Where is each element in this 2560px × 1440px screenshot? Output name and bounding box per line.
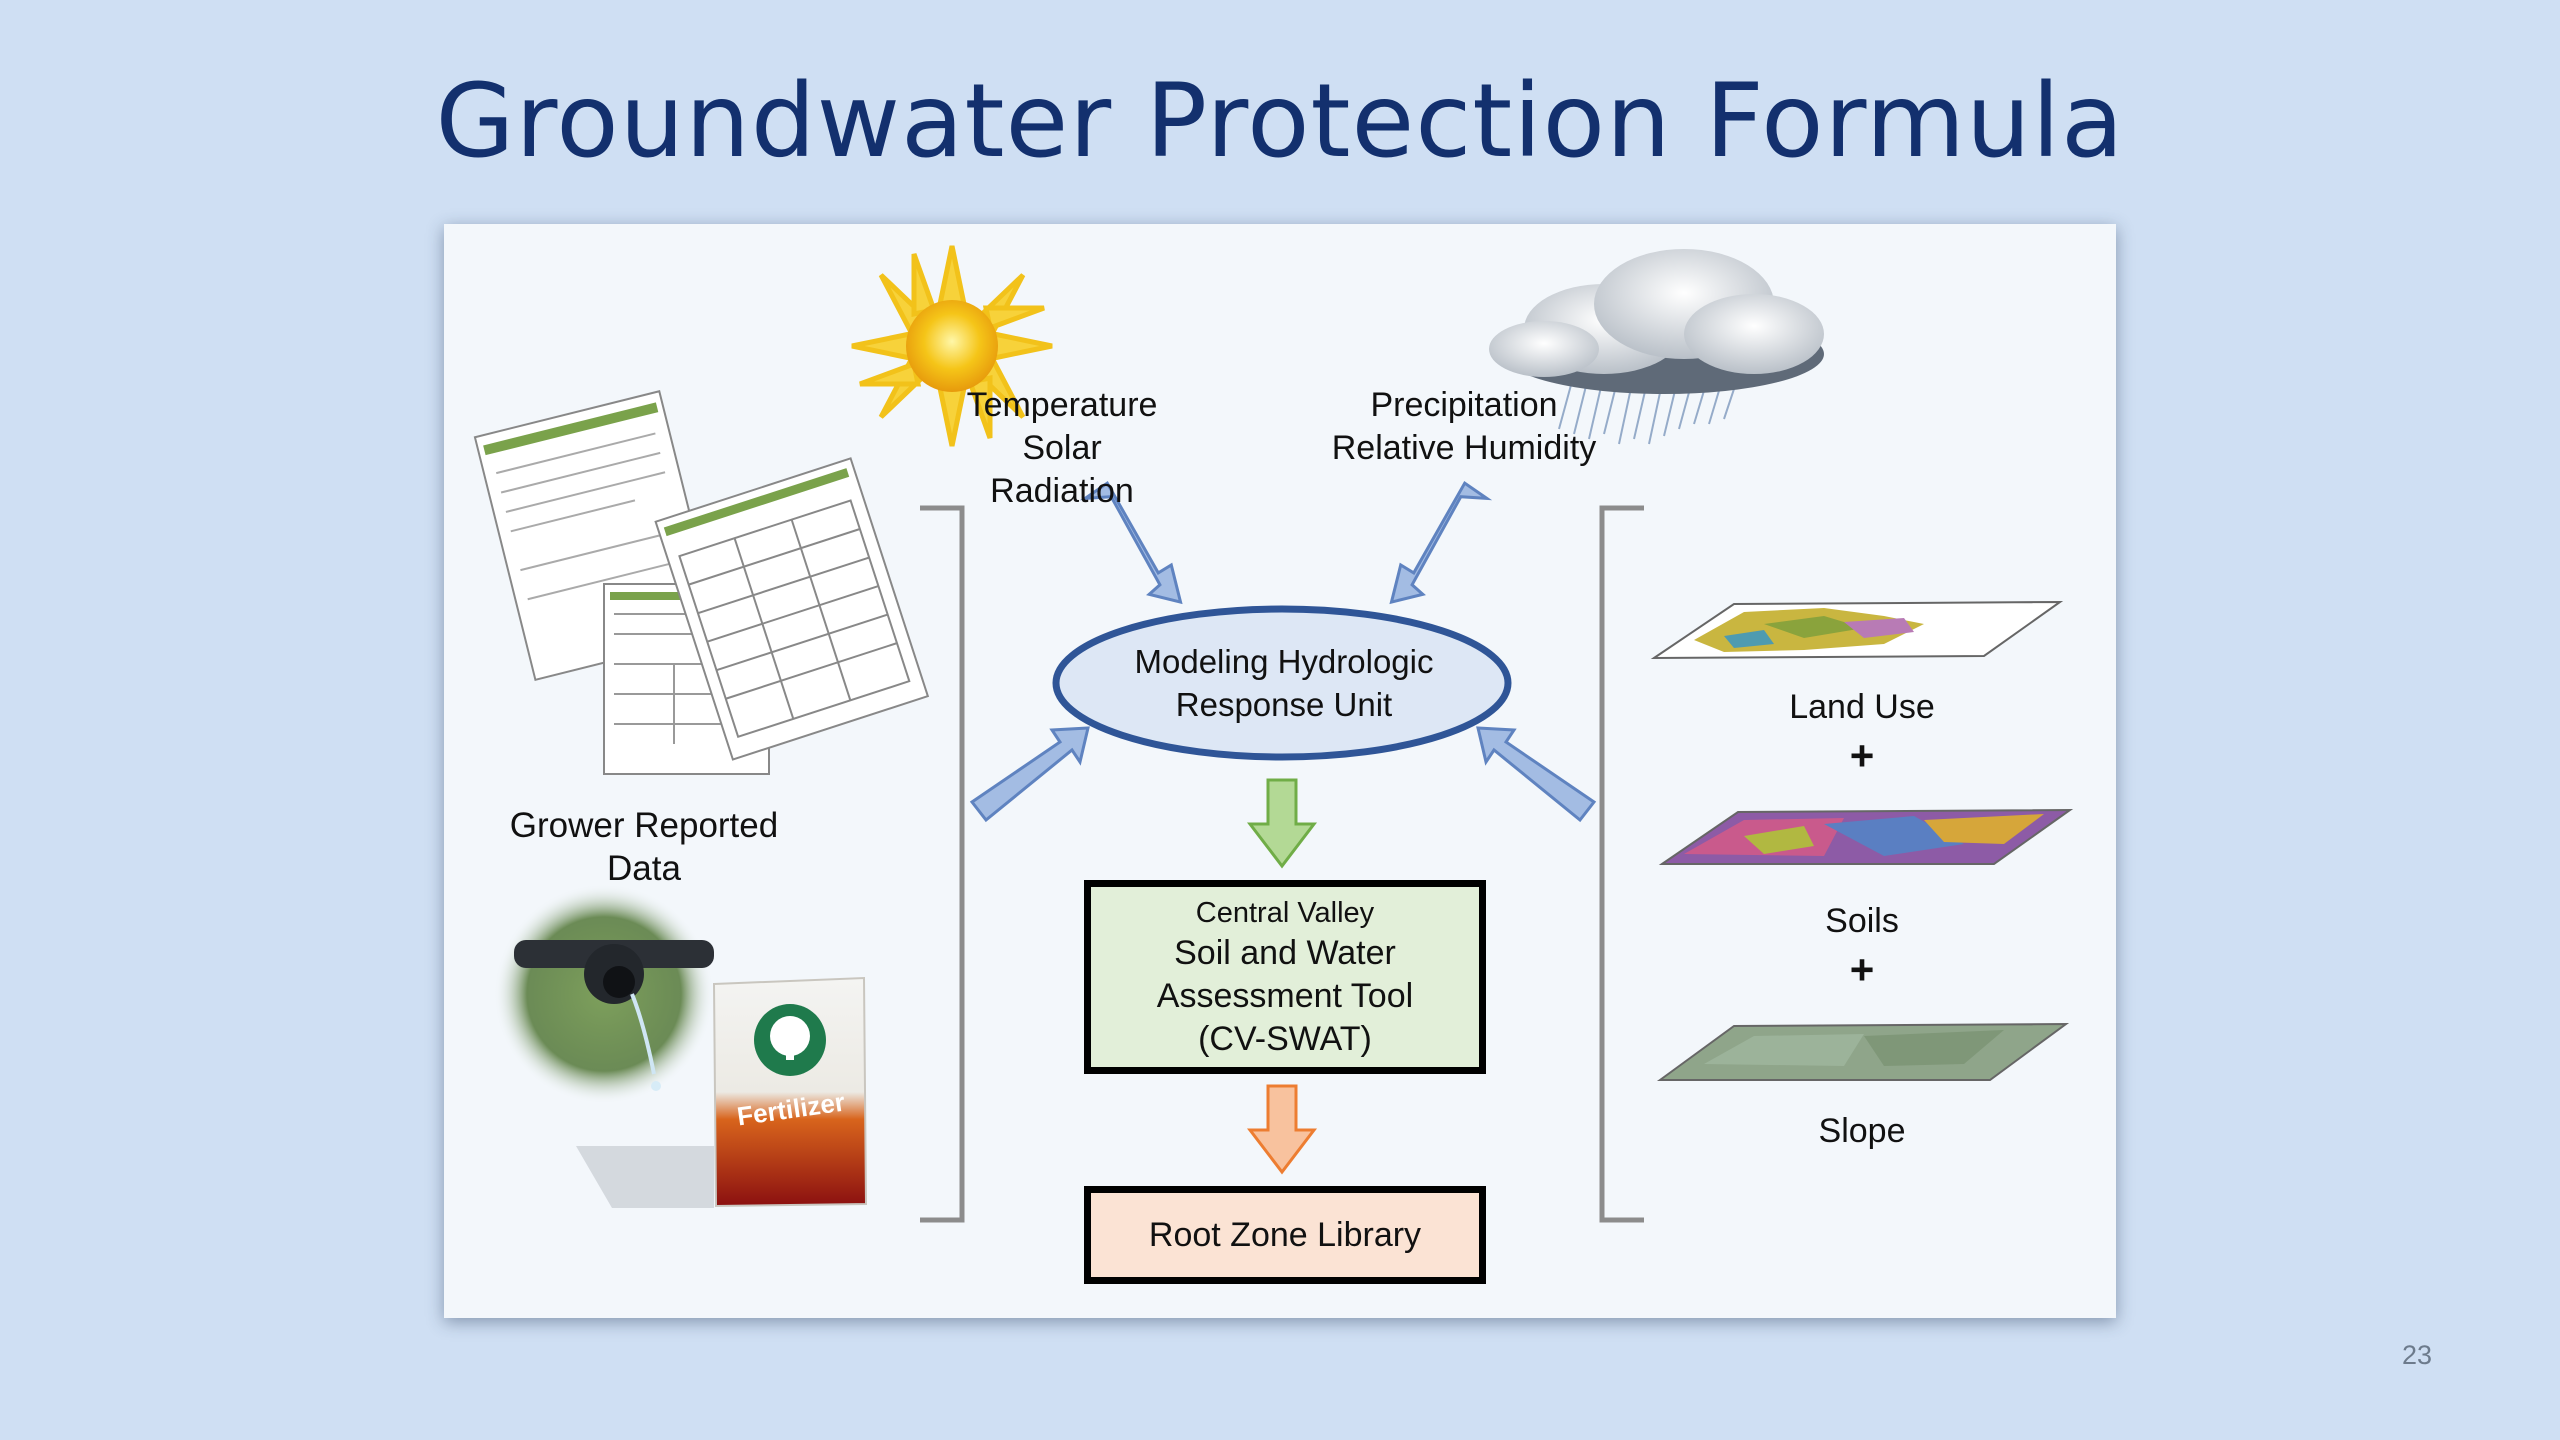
cv-line3: Assessment Tool	[1156, 976, 1414, 1015]
diagram-panel: Temperature Solar Radiation Precipitatio…	[444, 224, 2116, 1318]
sun-icon	[851, 245, 1053, 447]
left-bracket	[920, 505, 965, 1223]
arrow-down-orange	[1246, 1084, 1318, 1175]
plus-sign-2: +	[1849, 946, 1875, 993]
root-zone-library-box: Root Zone Library	[1084, 1186, 1486, 1284]
temperature-label: Temperature Solar Radiation	[952, 384, 1172, 513]
cv-line1: Central Valley	[1195, 896, 1375, 929]
cv-swat-box: Central Valley Soil and Water Assessment…	[1084, 880, 1486, 1074]
soils-map-image	[1658, 808, 2074, 865]
slope-label: Slope	[1818, 1112, 1906, 1150]
slide-title: Groundwater Protection Formula	[435, 62, 2125, 181]
arrow-from-grower-data	[969, 726, 1090, 823]
right-bracket	[1599, 505, 1644, 1223]
arrow-from-temperature	[1079, 480, 1183, 605]
arrow-from-precipitation	[1389, 480, 1493, 605]
rain-cloud-icon	[1489, 249, 1824, 445]
cv-line2: Soil and Water	[1174, 933, 1396, 972]
land-use-label: Land Use	[1789, 688, 1935, 726]
solar-radiation-text: Solar Radiation	[990, 429, 1134, 510]
hru-line1: Modeling Hydrologic	[1134, 643, 1434, 680]
plus-sign-1: +	[1849, 732, 1875, 779]
land-use-map-image	[1650, 600, 2064, 660]
arrow-down-green	[1246, 778, 1318, 869]
arrow-from-land-data	[1476, 726, 1597, 823]
irrigation-fertilizer-image	[494, 884, 868, 1208]
precipitation-label: Precipitation Relative Humidity	[1324, 384, 1604, 470]
temperature-text: Temperature	[966, 386, 1158, 424]
precipitation-text: Precipitation	[1370, 386, 1558, 424]
hru-ellipse	[1052, 605, 1512, 761]
cv-line4: (CV-SWAT)	[1198, 1019, 1372, 1058]
relative-humidity-text: Relative Humidity	[1331, 429, 1597, 467]
diagram-graphics	[473, 245, 2074, 1223]
grower-documents-image	[473, 390, 930, 775]
hru-label: Modeling Hydrologic Response Unit	[1056, 640, 1512, 726]
page-number: 23	[2401, 1340, 2432, 1370]
slope-map-image	[1656, 1022, 2070, 1081]
grower-reported-data-label: Grower Reported Data	[509, 806, 779, 888]
root-zone-text: Root Zone Library	[1148, 1215, 1422, 1254]
soils-label: Soils	[1825, 902, 1899, 940]
hru-line2: Response Unit	[1175, 686, 1393, 723]
